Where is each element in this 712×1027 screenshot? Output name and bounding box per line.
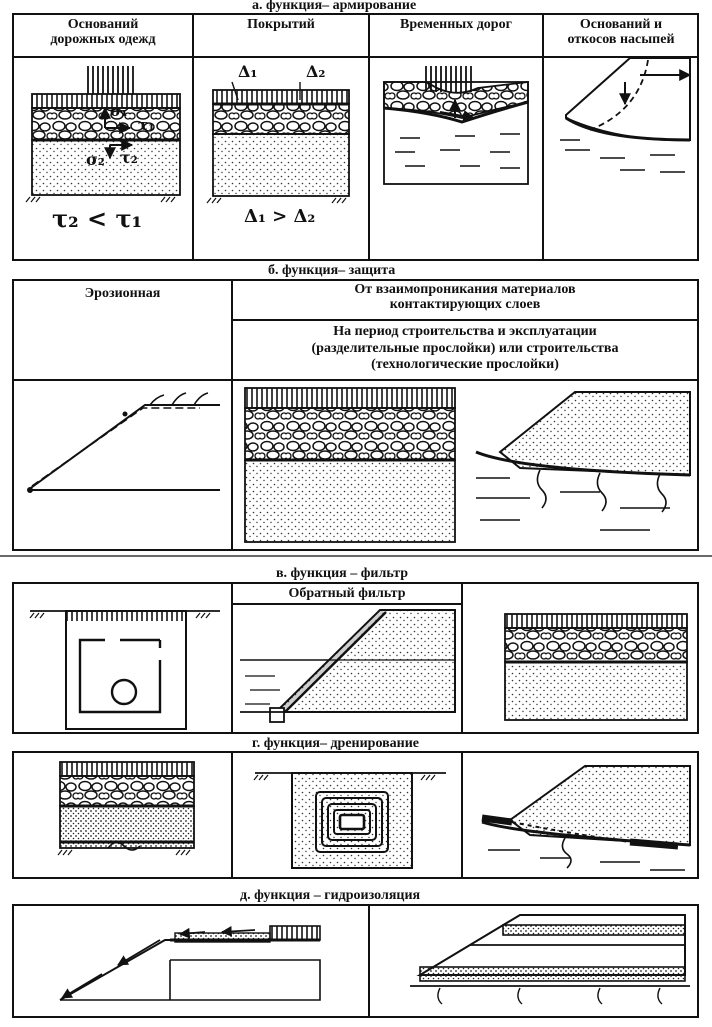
header-reverse-filter: Обратный фильтр [234,587,460,602]
header-interpenetration-line2: контактирующих слоев [234,298,696,313]
drainage-layers-figure [58,762,194,855]
col-header-temporary-roads: Временных дорог [371,18,541,33]
col-header-embankments: Оснований и откосов насыпей [545,18,697,47]
section-b-title: б. функция– защита [268,264,395,279]
sigma2-label: σ₂ [86,152,105,169]
tau-relation: τ₂ < τ₁ [52,206,142,231]
erosion-slope-figure [27,393,220,493]
waterproof-slope-figure [60,926,320,1000]
delta2-label: Δ₂ [306,64,325,81]
embankment-drain-figure [482,766,690,870]
header-erosion: Эрозионная [15,287,230,302]
section-c-title: в. функция – фильтр [276,567,408,582]
header-period-line1: На период строительства и эксплуатации [234,324,696,341]
col-header-pavements: Покрытий [195,18,367,33]
trench-filter-figure [30,611,220,729]
drain-spiral-figure [254,773,446,868]
header-interpenetration: От взаимопроникания материалов контактир… [234,283,696,312]
pavement-figure [207,82,349,203]
embankment-slope-figure [560,58,690,172]
layered-filter-figure [505,614,687,720]
tau2-label: τ₂ [120,150,138,167]
waterproof-layers-figure [410,915,690,1004]
delta1-label: Δ₁ [238,64,257,81]
section-d-title: г. функция– дренирование [252,737,419,752]
section-a-title: а. функция– армирование [252,0,416,14]
road-base-figure [26,66,180,202]
embankment-separation-figure [476,392,690,530]
header-interpenetration-line1: От взаимопроникания материалов [234,283,696,298]
header-period-line2: (разделительные прослойки) или строитель… [234,341,696,358]
header-period-line3: (технологические прослойки) [234,357,696,374]
temporary-road-figure [384,66,528,184]
sigma1-label: σ₁ [110,104,128,120]
col-header-road-bases: Оснований дорожных одежд [15,18,191,47]
header-construction-period: На период строительства и эксплуатации (… [234,324,696,374]
col-header-road-bases-line1: Оснований [15,18,191,33]
col-header-embankments-line1: Оснований и [545,18,697,33]
section-e-title: д. функция – гидроизоляция [240,889,420,904]
reverse-filter-figure [240,610,455,722]
tau1-label: τ₁ [138,118,155,134]
separation-layers-figure [245,388,455,542]
col-header-road-bases-line2: дорожных одежд [15,33,191,48]
delta-relation: Δ₁ > Δ₂ [244,208,315,227]
col-header-embankments-line2: откосов насыпей [545,33,697,48]
